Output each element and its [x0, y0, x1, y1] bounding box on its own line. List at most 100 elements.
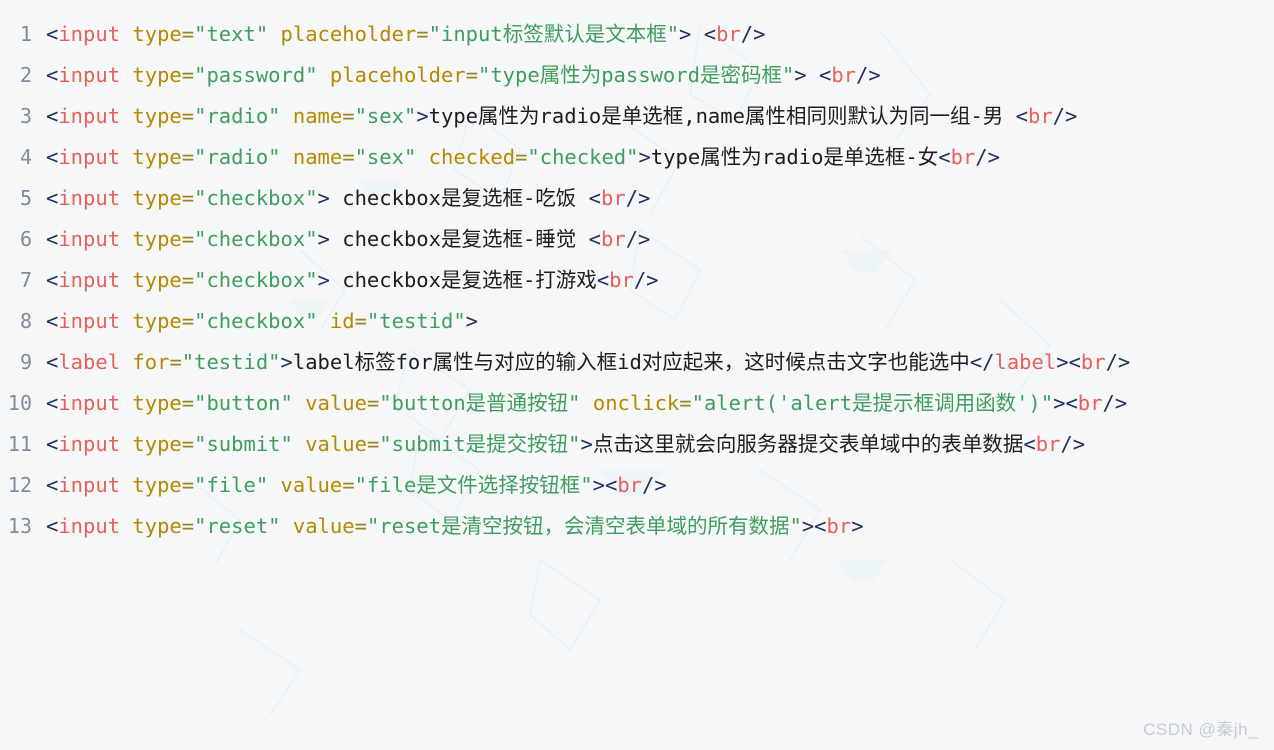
token-eq: =	[366, 432, 380, 456]
token-tag: br	[617, 473, 643, 497]
line-number: 10	[7, 391, 32, 415]
token-str: "checkbox"	[194, 186, 318, 210]
token-punct: <	[46, 63, 59, 87]
token-attr: type	[120, 186, 182, 210]
token-eq: =	[181, 432, 195, 456]
token-punct: <	[46, 309, 59, 333]
token-attr: type	[120, 514, 182, 538]
code-line: 11<input type="submit" value="submit是提交按…	[0, 424, 1274, 465]
token-punct: > <	[679, 22, 717, 46]
token-punct: <	[46, 514, 59, 538]
token-tag: br	[601, 186, 626, 210]
code-line: 10<input type="button" value="button是普通按…	[0, 383, 1274, 424]
token-tag: br	[826, 514, 852, 538]
token-punct: ><	[1053, 391, 1078, 415]
token-attr: name	[280, 145, 343, 169]
token-eq: =	[181, 145, 195, 169]
token-punct: <	[46, 391, 59, 415]
token-attr: type	[120, 391, 182, 415]
token-str: "input标签默认是文本框"	[428, 22, 680, 46]
token-punct: />	[856, 63, 881, 87]
token-str: "file是文件选择按钮框"	[354, 473, 593, 497]
code-line-content: <input type="file" value="file是文件选择按钮框">…	[46, 465, 1274, 506]
token-attr: value	[268, 473, 343, 497]
token-tag: br	[1077, 391, 1103, 415]
token-eq: =	[181, 186, 195, 210]
token-eq: =	[354, 514, 367, 538]
token-attr: type	[120, 432, 182, 456]
token-attr: type	[120, 63, 182, 87]
token-punct: />	[1105, 350, 1131, 374]
token-punct: />	[633, 268, 659, 292]
token-punct: />	[740, 22, 766, 46]
code-line: 6<input type="checkbox"> checkbox是复选框-睡觉…	[0, 219, 1274, 260]
code-line-content: <input type="checkbox"> checkbox是复选框-打游戏…	[46, 260, 1274, 301]
token-text: type属性为radio是单选框-女	[650, 145, 939, 169]
csdn-watermark: CSDN @秦jh_	[1143, 720, 1258, 739]
token-punct: ><	[801, 514, 827, 538]
token-tag: input	[58, 391, 121, 415]
token-text: 点击这里就会向服务器提交表单域中的表单数据	[592, 432, 1024, 456]
token-str: "radio"	[194, 104, 281, 128]
token-tag: br	[1027, 104, 1053, 128]
token-eq: =	[181, 473, 195, 497]
token-str: "testid"	[366, 309, 466, 333]
code-line: 3<input type="radio" name="sex">type属性为r…	[0, 96, 1274, 137]
code-line: 1<input type="text" placeholder="input标签…	[0, 14, 1274, 55]
token-tag: label	[58, 350, 121, 374]
token-attr: checked	[416, 145, 516, 169]
token-punct: <	[46, 473, 59, 497]
token-punct: <	[46, 145, 59, 169]
token-eq: =	[181, 227, 195, 251]
token-punct: <	[46, 268, 59, 292]
token-eq: =	[181, 268, 195, 292]
token-punct: >	[317, 268, 330, 292]
token-punct: ><	[1056, 350, 1081, 374]
token-text: checkbox是复选框-打游戏	[329, 268, 597, 292]
code-line-content: <input type="checkbox" id="testid">	[46, 301, 1274, 342]
token-str: "button"	[194, 391, 293, 415]
code-line-content: <label for="testid">label标签for属性与对应的输入框i…	[46, 342, 1274, 383]
token-tag: br	[609, 268, 634, 292]
line-number: 2	[19, 63, 32, 87]
token-str: "checkbox"	[194, 268, 318, 292]
token-str: "sex"	[354, 104, 417, 128]
code-line: 8 <input type="checkbox" id="testid">	[0, 301, 1274, 342]
code-line-content: <input type="radio" name="sex">type属性为ra…	[46, 96, 1274, 137]
token-punct: </	[969, 350, 995, 374]
token-str: "testid"	[181, 350, 281, 374]
token-attr: type	[120, 22, 182, 46]
code-line-content: <input type="checkbox"> checkbox是复选框-吃饭 …	[46, 178, 1274, 219]
token-eq: =	[515, 145, 528, 169]
line-number: 5	[19, 186, 32, 210]
token-str: "reset是清空按钮，会清空表单域的所有数据"	[366, 514, 802, 538]
code-line-content: <input type="text" placeholder="input标签默…	[46, 14, 1274, 55]
code-line: 5 <input type="checkbox"> checkbox是复选框-吃饭…	[0, 178, 1274, 219]
line-number: 7	[19, 268, 32, 292]
token-tag: input	[58, 268, 121, 292]
token-str: "button是普通按钮"	[379, 391, 581, 415]
token-punct: />	[975, 145, 1000, 169]
token-tag: input	[58, 145, 121, 169]
token-punct: <	[588, 186, 601, 210]
token-eq: =	[169, 350, 182, 374]
token-punct: <	[46, 186, 59, 210]
token-punct: <	[46, 350, 59, 374]
token-eq: =	[416, 22, 429, 46]
token-punct: <	[596, 268, 610, 292]
token-punct: />	[625, 186, 651, 210]
token-attr: type	[120, 227, 182, 251]
token-punct: />	[1102, 391, 1128, 415]
token-punct: ><	[592, 473, 618, 497]
token-tag: input	[58, 473, 121, 497]
token-punct: <	[46, 432, 59, 456]
token-str: "reset"	[194, 514, 281, 538]
code-line: 4<input type="radio" name="sex" checked=…	[0, 137, 1274, 178]
token-eq: =	[342, 104, 355, 128]
code-line-content: <input type="submit" value="submit是提交按钮"…	[46, 424, 1274, 465]
token-attr: for	[120, 350, 170, 374]
token-attr: value	[292, 432, 367, 456]
code-line-content: <input type="reset" value="reset是清空按钮，会清…	[46, 506, 1274, 547]
line-number: 8	[19, 309, 32, 333]
